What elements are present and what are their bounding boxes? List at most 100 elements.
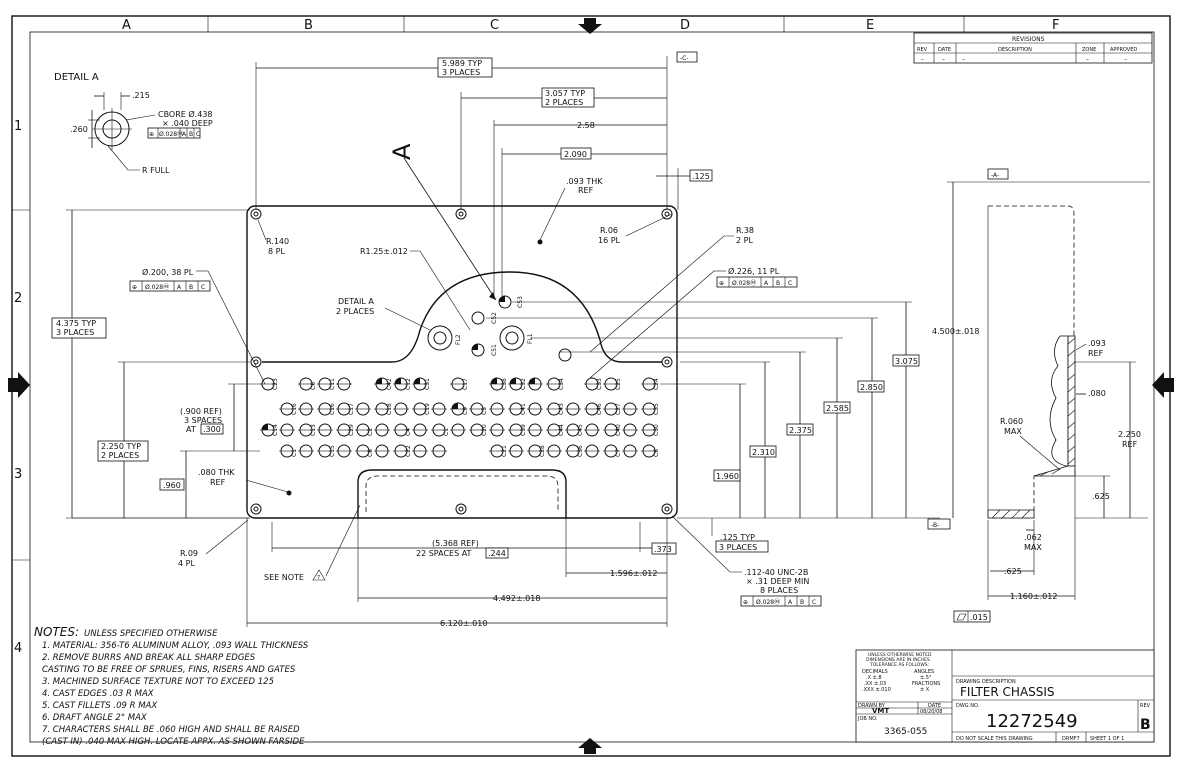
note-3: 3. MACHINED SURFACE TEXTURE NOT TO EXCEE…: [42, 677, 274, 687]
drawn-by-label: DRAWN BY: [858, 703, 886, 709]
revision-block: REVISIONS REV DATE DESCRIPTION ZONE APPR…: [913, 32, 1153, 64]
description-cell: –: [962, 56, 965, 63]
note-7-flag: 7: [317, 575, 320, 581]
center-arrow-right-icon: [1152, 372, 1174, 398]
zone-a: A: [122, 18, 131, 33]
r140: R.140: [266, 237, 289, 246]
zone-b: B: [304, 18, 313, 33]
approved-cell: –: [1124, 56, 1127, 63]
dim-3057-typ: 3.057 TYP: [545, 89, 585, 98]
fcf-thread-tol: Ø.028Ⓜ: [756, 598, 780, 606]
detail-a-feature-control-frame: ⊕ Ø.028Ⓜ A B C: [147, 127, 201, 139]
dim-5368-ref: (5.368 REF): [432, 539, 479, 548]
hole-label: C32: [520, 378, 527, 390]
hole-label: C1: [443, 428, 450, 436]
hole-label-c51: C51: [491, 344, 498, 356]
fcf-datum-a: A: [182, 131, 187, 138]
drawing-title: FILTER CHASSIS: [960, 685, 1055, 699]
hole-label: C13: [310, 424, 317, 436]
center-arrow-top-icon: [578, 18, 602, 34]
hole-label: C1: [291, 449, 298, 457]
hole-quadrant-mark: [452, 403, 458, 409]
thk-080: .080 THK: [198, 468, 235, 477]
r38: R.38: [736, 226, 754, 235]
side-dim-080: .080: [1088, 389, 1106, 398]
r09-pl: 4 PL: [178, 559, 195, 568]
revisions-title: REVISIONS: [1012, 36, 1045, 43]
fcf-thread-c: C: [812, 599, 816, 606]
hole-label: C24: [653, 378, 660, 390]
note-2: 2. REMOVE BURRS AND BREAK ALL SHARP EDGE…: [42, 653, 256, 663]
tol-xx: .XX ±.03: [864, 681, 886, 687]
dim-1960: 1.960: [716, 472, 739, 481]
hole-quadrant-mark: [395, 378, 401, 384]
zone-header: ZONE: [1082, 47, 1096, 53]
thk-093-ref: REF: [578, 186, 594, 195]
zone-cell: –: [1086, 56, 1089, 63]
side-dim-1160: 1.160±.012: [1010, 592, 1057, 601]
notes-block: NOTES: UNLESS SPECIFIED OTHERWISE 1. MAT…: [34, 625, 309, 747]
side-dim-625: .625: [1092, 492, 1110, 501]
hole-quadrant-mark: [262, 424, 268, 430]
zone-columns-top: A B C D E F: [122, 16, 1059, 33]
title-block: UNLESS OTHERWISE NOTED DIMENSIONS ARE IN…: [855, 649, 1155, 743]
side-dim-093-ref: REF: [1088, 349, 1104, 358]
note-4: 4. CAST EDGES .03 R MAX: [42, 689, 154, 699]
fcf-200-c: C: [201, 284, 205, 291]
r125: R1.25±.012: [360, 247, 408, 256]
hole-label: C11: [329, 378, 336, 390]
dim-2375: 2.375: [789, 426, 812, 435]
note-2b: CASTING TO BE FREE OF SPRUES, FINS, RISE…: [42, 665, 296, 675]
fl2-label: FL2: [455, 334, 462, 345]
sheet-number: SHEET 1 OF 1: [1090, 736, 1124, 742]
dim-1596: 1.596±.012: [610, 569, 657, 578]
detail-a-cbore-depth: × .040 DEEP: [162, 119, 213, 128]
dim-373: .373: [654, 545, 672, 554]
side-dim-062-max: MAX: [1024, 543, 1042, 552]
note-1: 1. MATERIAL: 356-T6 ALUMINUM ALLOY, .093…: [42, 641, 309, 651]
hole-label: C21: [501, 445, 508, 457]
fcf-tolerance: Ø.028Ⓜ: [159, 130, 183, 138]
note-7b: (CAST IN) .040 MAX HIGH. LOCATE APPX. AS…: [42, 737, 305, 747]
hole-label: C7: [615, 449, 622, 457]
side-dim-062: .062: [1024, 533, 1042, 542]
hole-label: C9: [462, 407, 469, 415]
side-section-view: .093 REF .080 R.060 MAX 2.250 REF .625 .…: [953, 205, 1148, 623]
fcf-200-tol: Ø.028Ⓜ: [145, 283, 169, 291]
hole-label: C6: [653, 449, 660, 457]
zone-c: C: [490, 18, 499, 33]
dim-4500: 4.500±.018: [932, 327, 979, 336]
tol-x: .X ±.8: [866, 675, 882, 681]
side-dim-2250: 2.250: [1118, 430, 1141, 439]
job-number: 3365-055: [884, 727, 927, 737]
flatness-icon: [956, 613, 967, 621]
hole-label: C46: [596, 403, 603, 415]
side-dim-625b: .625: [1004, 567, 1022, 576]
dim-244: .244: [488, 549, 506, 558]
dim-2250-typ: 2.250 TYP: [101, 442, 141, 451]
fcf-226-a: A: [764, 280, 769, 287]
dim-3-spaces: 3 SPACES: [184, 416, 222, 425]
dim-258: 2.58: [577, 121, 595, 130]
detail-a-ref-places: 2 PLACES: [336, 307, 374, 316]
pocket-dash-outline: [365, 475, 559, 512]
fcf-position-icon: ⊕: [149, 131, 154, 138]
dim-6120: 6.120±.010: [440, 619, 487, 628]
dim-2850: 2.850: [860, 383, 883, 392]
fcf-datum-b: B: [189, 131, 193, 138]
detail-a-r-full: R FULL: [142, 166, 170, 175]
hole-quadrant-mark: [529, 378, 535, 384]
dim-4492: 4.492±.018: [493, 594, 540, 603]
hole-label: C27: [615, 403, 622, 415]
hole-quadrant-mark: [510, 378, 516, 384]
hole-label: C12: [405, 378, 412, 390]
datum-a: -A-: [991, 172, 999, 179]
no-scale-note: DO NOT SCALE THIS DRAWING: [956, 736, 1033, 742]
dim-3057-places: 2 PLACES: [545, 98, 583, 107]
bottom-pocket: [357, 469, 567, 518]
thread-depth: × .31 DEEP MIN: [746, 577, 809, 586]
fcf-200-b: B: [189, 284, 193, 291]
dim-4375-places: 3 PLACES: [56, 328, 94, 337]
note-5: 5. CAST FILLETS .09 R MAX: [42, 701, 157, 711]
